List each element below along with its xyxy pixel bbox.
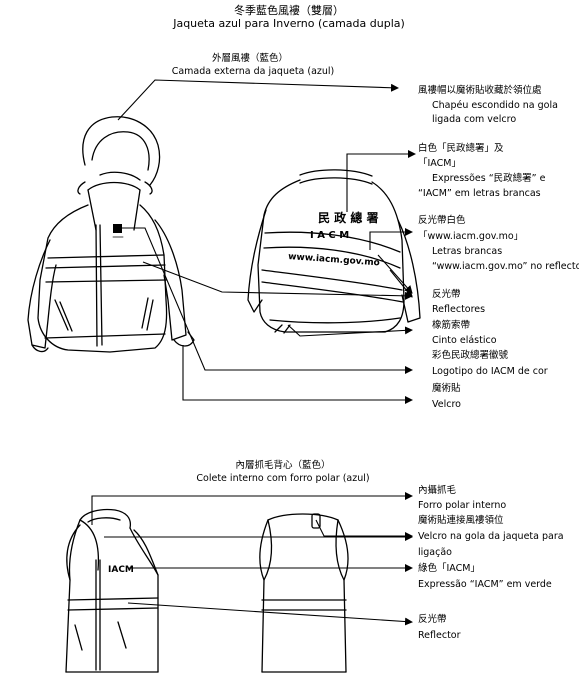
label-hood-zh: 風褸帽以魔術貼收藏於領位處 <box>418 85 542 96</box>
inner-heading-zh: 內層抓毛背心（藍色） <box>235 460 331 471</box>
leader-lines <box>91 79 416 626</box>
label-vest-velcro-zh: 魔術貼連接風褸領位 <box>418 515 504 526</box>
label-fleece-zh: 內攝抓毛 <box>418 485 457 496</box>
label-vest-reflector-zh: 反光帶 <box>418 614 447 625</box>
label-reflector-text-zh: 反光帶白色 <box>418 215 466 226</box>
label-reflector-text-pt-2: Letras brancas <box>432 246 503 257</box>
outer-heading-pt: Camada externa da jaqueta (azul) <box>171 66 335 77</box>
label-reflectors-pt: Reflectores <box>432 304 486 315</box>
outer-heading-zh: 外層風褸（藍色） <box>211 53 289 64</box>
title-zh: 冬季藍色風褸（雙層） <box>234 4 344 17</box>
label-hood-pt-2: ligada com velcro <box>432 114 517 125</box>
label-vest-velcro-pt-1: Velcro na gola da jaqueta para <box>418 531 564 542</box>
label-reflector-text-pt-3: “www.iacm.gov.mo” no reflector <box>432 261 579 272</box>
inner-heading-pt: Colete interno com forro polar (azul) <box>196 473 370 484</box>
back-band-url: www.iacm.gov.mo <box>288 252 380 268</box>
front-jacket-drawing <box>27 116 195 353</box>
label-green-iacm-zh: 綠色「IACM」 <box>418 563 480 574</box>
label-white-text-pt-1: 「IACM」 <box>418 158 461 169</box>
label-logo-zh: 彩色民政總署徽號 <box>432 350 509 361</box>
label-velcro-pt: Velcro <box>432 399 461 410</box>
label-elastic-pt: Cinto elástico <box>432 335 497 346</box>
label-elastic-zh: 橡筋索帶 <box>432 320 471 331</box>
label-white-text-pt-2: Expressões “民政總署” e <box>432 173 546 184</box>
label-vest-reflector-pt: Reflector <box>418 630 461 641</box>
back-text-zh: 民 政 總 署 <box>318 210 379 225</box>
label-logo-pt: Logotipo do IACM de cor <box>432 366 548 377</box>
label-reflectors-zh: 反光帶 <box>432 289 461 300</box>
vest-iacm-text: IACM <box>108 565 134 575</box>
label-vest-velcro-pt-2: ligação <box>418 547 452 558</box>
label-white-text-pt-3: “IACM” em letras brancas <box>418 188 541 199</box>
label-velcro-zh: 魔術貼 <box>432 383 461 394</box>
back-vest-drawing <box>259 513 349 673</box>
front-vest-drawing <box>65 508 159 673</box>
label-green-iacm-pt: Expressão “IACM” em verde <box>418 579 552 590</box>
label-reflector-text-pt-1: 「www.iacm.gov.mo」 <box>418 231 524 242</box>
label-hood-pt-1: Chapéu escondido na gola <box>432 100 558 111</box>
back-jacket-drawing <box>247 169 421 334</box>
title-pt: Jaqueta azul para Inverno (camada dupla) <box>173 17 405 30</box>
label-white-text-zh: 白色「民政總署」及 <box>418 143 504 154</box>
back-text-iacm: I A C M <box>310 230 349 241</box>
label-fleece-pt: Forro polar interno <box>418 500 507 511</box>
